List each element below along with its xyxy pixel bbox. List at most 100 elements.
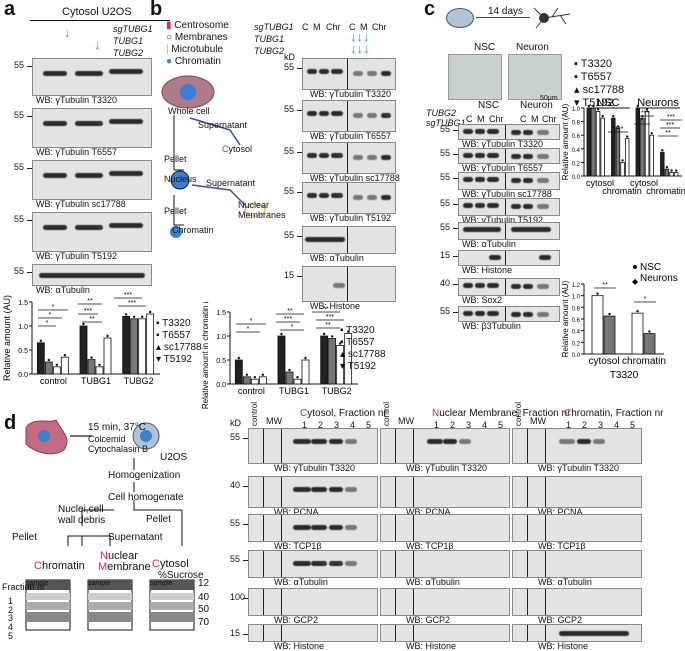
band bbox=[109, 69, 143, 74]
lane-separator bbox=[545, 429, 546, 463]
lane-separator bbox=[527, 625, 528, 641]
data-point bbox=[55, 363, 59, 366]
lane-separator bbox=[347, 59, 348, 89]
sucrose-70: 70 bbox=[198, 617, 210, 628]
flow-supernatant-1: Supernatant bbox=[198, 120, 248, 130]
significance-mark: *** bbox=[84, 308, 92, 315]
band bbox=[511, 130, 521, 135]
blot-label: WB: γTubulin T3320 bbox=[36, 95, 118, 105]
data-point bbox=[608, 312, 611, 316]
band bbox=[75, 225, 103, 230]
sucrose-40: 40 bbox=[198, 592, 210, 603]
d-section-title-3: Chromatin, Fraction nr bbox=[564, 408, 664, 419]
bar bbox=[669, 172, 674, 177]
y-tick-label: 0.8 bbox=[572, 306, 581, 312]
category-label: TUBG2 bbox=[124, 376, 154, 386]
bar bbox=[277, 335, 286, 385]
d-fraction-lane: 5 bbox=[498, 420, 504, 430]
d-fraction-lane: 1 bbox=[434, 420, 440, 430]
blot-label: WB: γTubulin sc17788 bbox=[462, 189, 552, 199]
panel-b-legend: ▪ T3320 ▪ T6557 ▴ sc17788 ▾ T5192 bbox=[340, 325, 386, 373]
mw-tick bbox=[243, 634, 248, 635]
c-chart-group-nsc: NSC bbox=[596, 97, 619, 109]
data-point bbox=[124, 313, 128, 316]
significance-mark: *** bbox=[128, 300, 136, 307]
band bbox=[307, 111, 317, 116]
flow-nucleus: Nucleus bbox=[164, 174, 197, 184]
d-fraction-lane: 2 bbox=[318, 420, 324, 430]
data-point bbox=[661, 149, 664, 152]
band bbox=[559, 439, 575, 444]
band bbox=[329, 525, 343, 530]
nsc-cell-icon bbox=[446, 8, 474, 28]
y-tick-label: 0.2 bbox=[572, 161, 581, 167]
panel-a-label: a bbox=[4, 0, 16, 20]
y-tick-label: 0.0 bbox=[572, 175, 581, 181]
y-tick-label: 1.0 bbox=[216, 334, 226, 341]
panel-a-legend: ▪ T3320 ▪ T6557 ▴ sc17788 ▾ T5192 bbox=[156, 318, 202, 366]
d-control-lane-1: control bbox=[250, 401, 259, 426]
data-point bbox=[148, 310, 152, 314]
significance-mark: * bbox=[641, 118, 644, 125]
significance-mark: *** bbox=[666, 122, 674, 129]
lane-separator bbox=[395, 429, 396, 463]
blot-label: WB: γTubulin sc17788 bbox=[310, 173, 400, 183]
flow-chromatin: Chromatin bbox=[172, 225, 214, 235]
band bbox=[463, 177, 473, 182]
band bbox=[331, 153, 343, 158]
bar bbox=[595, 110, 601, 177]
d-fr-nuclear: Nuclear bbox=[100, 550, 138, 562]
legend-b-t5192: ▾ T5192 bbox=[340, 361, 376, 372]
band bbox=[311, 561, 327, 566]
mw-marker: 40 bbox=[440, 278, 451, 288]
mw-marker: 40 bbox=[230, 480, 241, 490]
panel-d-blot-1-5 bbox=[248, 588, 378, 616]
d-supern: Supernatant bbox=[108, 532, 163, 543]
data-point bbox=[636, 104, 640, 108]
d-fr-cytosol: Cytosol bbox=[152, 558, 189, 570]
mw-marker: 55 bbox=[14, 266, 25, 276]
band bbox=[487, 311, 499, 316]
band bbox=[475, 283, 485, 288]
c2-legend-neurons: Neurons bbox=[640, 273, 678, 284]
category-label: chromatin bbox=[602, 186, 642, 196]
panel-d-blot-2-2 bbox=[380, 476, 510, 508]
gradient-scheme bbox=[25, 419, 195, 631]
band bbox=[367, 71, 377, 76]
band bbox=[75, 71, 103, 76]
legend-a-t3320: ▪ T3320 bbox=[156, 318, 191, 329]
lane-separator bbox=[263, 515, 264, 541]
bar bbox=[624, 138, 630, 177]
flow-pellet-2: Pellet bbox=[164, 206, 187, 216]
band bbox=[329, 561, 343, 566]
significance-mark: *** bbox=[667, 114, 675, 121]
band bbox=[311, 487, 327, 492]
d-fraction-lane: 4 bbox=[350, 420, 356, 430]
category-label: chromatin bbox=[646, 186, 685, 196]
band bbox=[511, 284, 521, 289]
significance-mark: * bbox=[49, 312, 52, 319]
panel-a-header-line bbox=[30, 20, 170, 21]
data-point bbox=[596, 108, 600, 111]
band bbox=[345, 439, 357, 444]
significance-mark: ** bbox=[323, 306, 329, 313]
data-point bbox=[330, 335, 334, 338]
panel-a-header: Cytosol U2OS bbox=[62, 6, 132, 18]
category-label: cytosol bbox=[586, 178, 614, 188]
band bbox=[345, 525, 357, 530]
flow-supernatant-2: Supernatant bbox=[206, 178, 256, 188]
d-fraction-lane: 5 bbox=[630, 420, 636, 430]
category-label: TUBG1 bbox=[279, 386, 309, 396]
fraction-1: 1 bbox=[8, 596, 14, 606]
panel-d-blot-1-1 bbox=[248, 428, 378, 464]
panel-d-blot-3-6 bbox=[512, 624, 642, 642]
section-initial: N bbox=[432, 408, 440, 419]
c2-x-title: T3320 bbox=[610, 370, 639, 381]
band bbox=[511, 227, 551, 232]
b-lane-c2: C bbox=[349, 22, 356, 32]
mw-marker: 55 bbox=[440, 198, 451, 208]
blot-label: WB: γTubulin T3320 bbox=[462, 139, 544, 149]
panel-c-label: c bbox=[424, 0, 436, 20]
panel-c-blot-2 bbox=[458, 148, 560, 164]
mw-marker: 55 bbox=[14, 162, 25, 172]
